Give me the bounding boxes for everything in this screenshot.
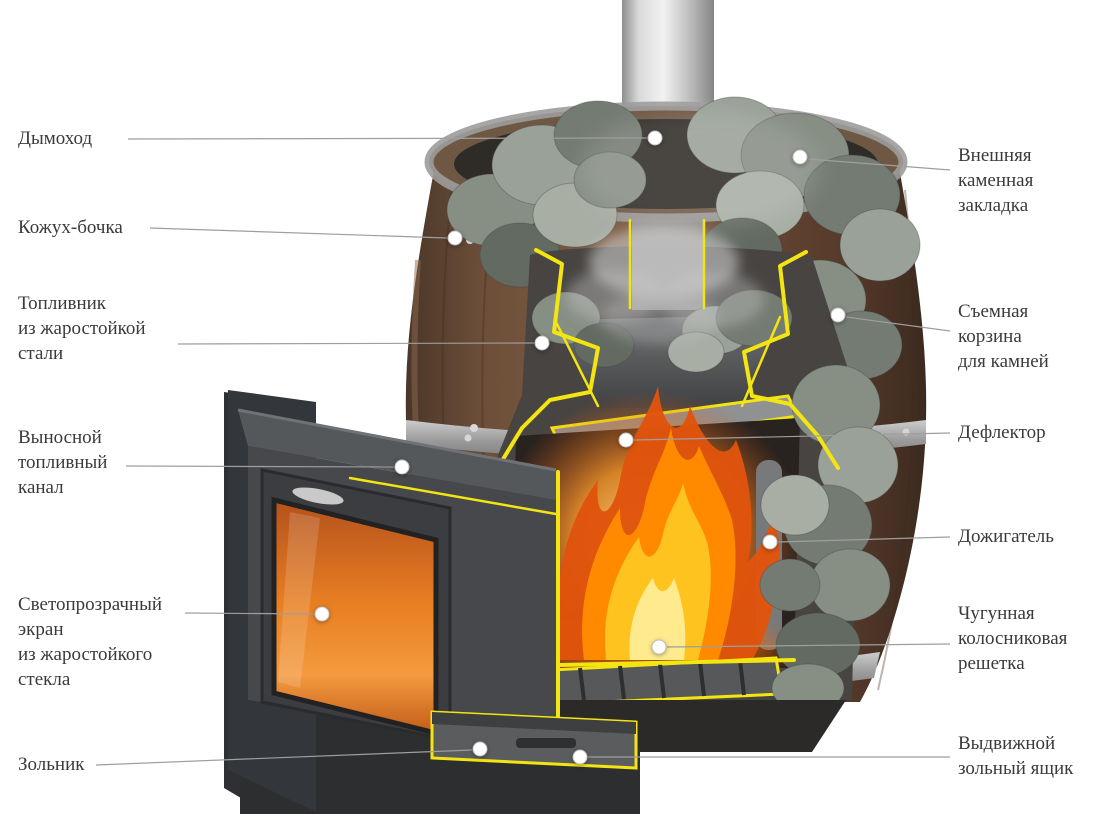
label-afterburner: Дожигатель bbox=[958, 526, 1054, 547]
fire bbox=[557, 386, 780, 660]
label-barrel-casing: Кожух-бочка bbox=[18, 217, 123, 238]
fuel-channel bbox=[228, 390, 560, 812]
label-fuel-channel: Выносной топливный канал bbox=[18, 427, 108, 498]
label-grate: Чугунная колосниковая решетка bbox=[958, 603, 1068, 674]
label-stone-basket: Съемная корзина для камней bbox=[958, 301, 1049, 372]
label-ash-pan: Зольник bbox=[18, 754, 85, 775]
drawer-handle bbox=[516, 738, 576, 748]
label-deflector: Дефлектор bbox=[958, 422, 1046, 443]
label-firebox: Топливник из жаростойкой стали bbox=[18, 293, 146, 364]
smoke bbox=[566, 226, 764, 344]
label-glass-screen: Светопрозрачный экран из жаростойкого ст… bbox=[18, 594, 163, 690]
ash-drawer bbox=[430, 710, 638, 770]
stone-basket-stones bbox=[759, 364, 899, 713]
label-ash-drawer: Выдвижной зольный ящик bbox=[958, 733, 1074, 779]
door-handle bbox=[292, 487, 344, 505]
stones-top bbox=[446, 96, 921, 380]
label-outer-stones: Внешняя каменная закладка bbox=[958, 145, 1034, 216]
label-chimney: Дымоход bbox=[18, 128, 93, 149]
